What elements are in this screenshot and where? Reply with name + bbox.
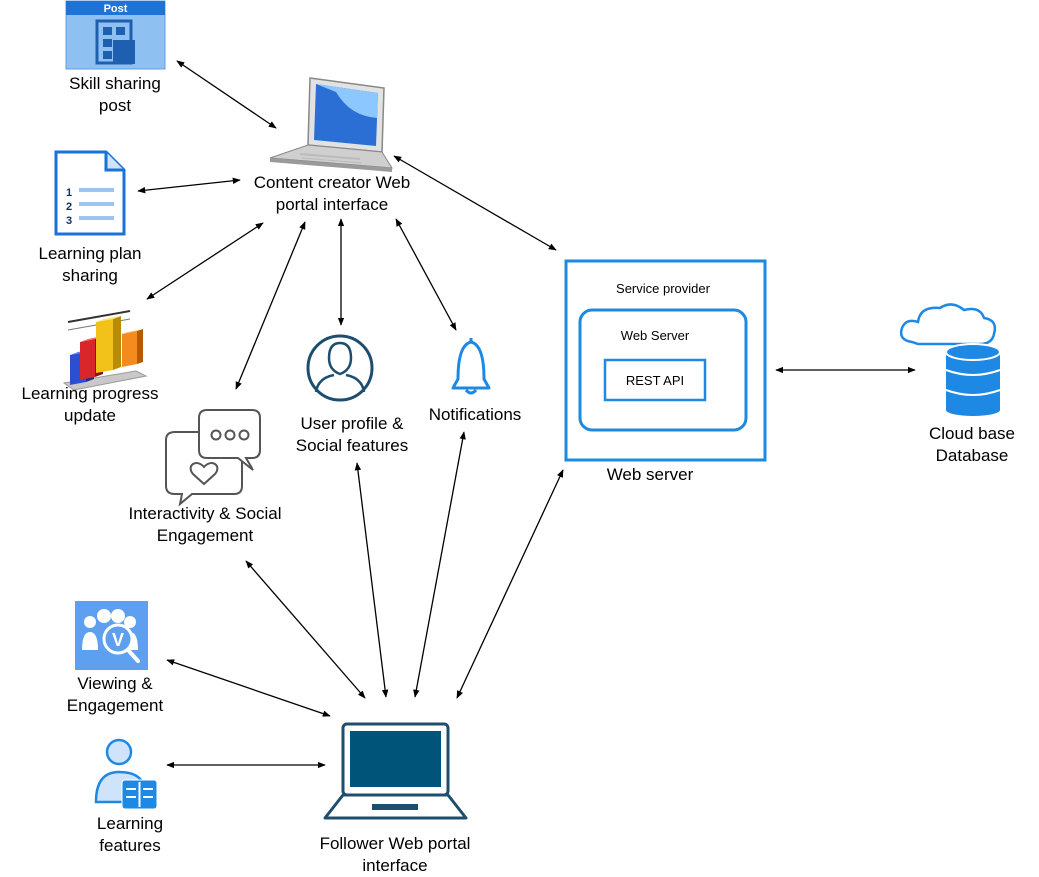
follower-laptop-icon [323,722,468,820]
learning-features-label: Learning features [96,814,164,855]
post-icon: Post [65,0,166,70]
learner-with-book-icon [94,738,158,810]
arrow-interactivity-creator [235,221,306,390]
learning-plan-sharing-label: Learning plan sharing [38,244,142,285]
service-provider-label: Service provider [616,281,711,296]
content-creator-portal-label: Content creator Web portal interface [253,173,411,214]
learning-progress-update-label: Learning progress update [21,384,159,425]
web-server-group: Service provider Web Server REST API [564,259,767,462]
laptop-icon [269,77,393,172]
follower-portal-label: Follower Web portal interface [319,834,471,875]
connectors [137,60,916,769]
skill-sharing-post-label: Skill sharing post [69,74,161,115]
arrow-webserver-follower [456,469,564,699]
cloud-database-label: Cloud base Database [928,424,1015,465]
chat-bubbles-icon [165,409,261,507]
post-icon-text: Post [104,3,128,15]
viewing-engagement-icon: V [75,601,148,670]
notifications-label: Notifications [428,405,522,424]
user-profile-social-features-label: User profile & Social features [295,414,409,455]
web-server-inner-label: Web Server [621,328,690,343]
arrow-creator-webserver [393,155,557,251]
web-server-caption: Web server [606,465,694,484]
interactivity-social-engagement-label: Interactivity & Social Engagement [128,504,282,545]
cloud-database-icon [899,303,1001,416]
number-3: 3 [66,215,72,227]
arrow-skill-post-creator [176,60,277,129]
arrow-plan-creator [137,177,241,194]
viewing-icon-letter: V [112,630,124,650]
number-2: 2 [66,201,72,213]
viewing-engagement-label: Viewing & Engagement [66,674,164,715]
numbered-document-icon: 1 2 3 [54,150,126,236]
bar-chart-icon [62,310,148,391]
user-profile-icon [306,334,374,402]
arrow-notifications-follower [413,431,466,698]
arrow-interactivity-follower [245,560,366,699]
arrow-profile-follower [354,462,389,698]
arrow-notifications-creator [395,218,457,331]
rest-api-label: REST API [626,373,684,388]
bell-icon [451,338,491,395]
arrow-viewing-follower [166,659,331,717]
number-1: 1 [66,187,72,199]
rest-api-box [603,358,707,402]
